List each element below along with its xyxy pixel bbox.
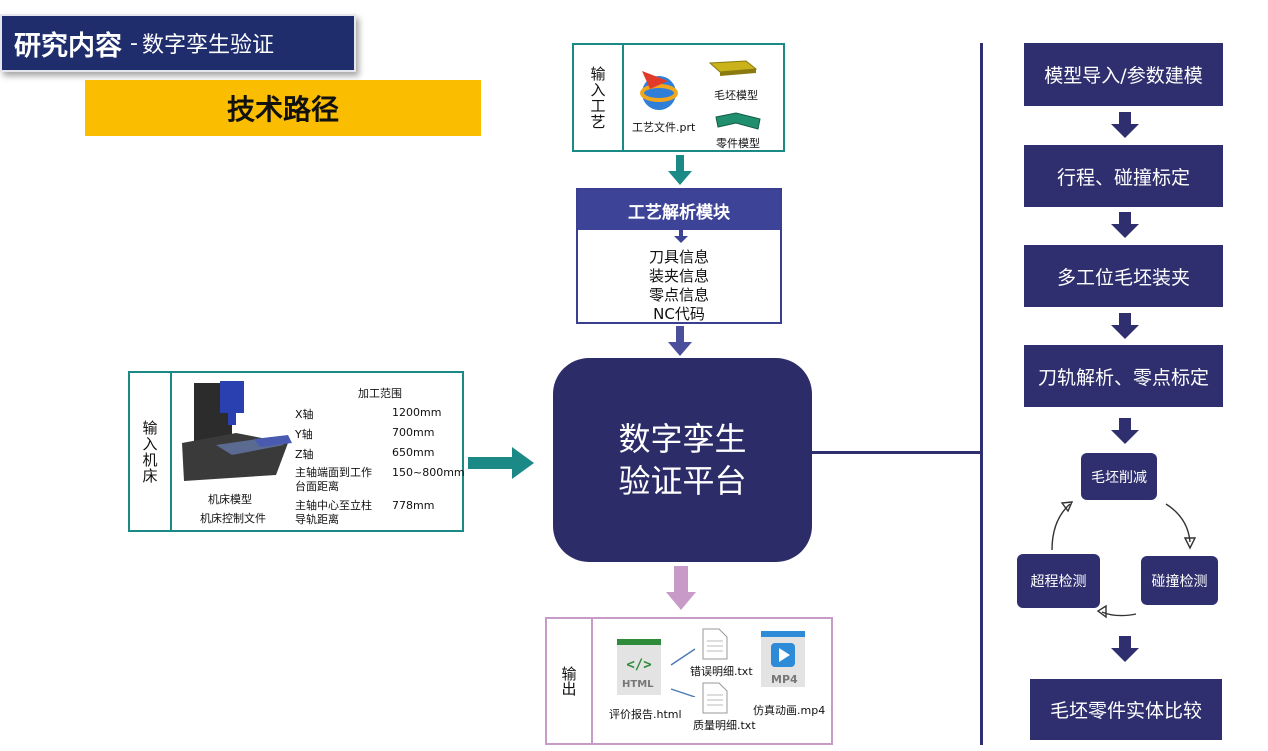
arrow-down-output [666, 566, 696, 610]
range-name-z: Z轴 [295, 448, 314, 461]
flow-step-1: 模型导入/参数建模 [1024, 43, 1223, 106]
error-file-icon [702, 628, 728, 660]
cycle-arrows [1051, 501, 1197, 619]
html-icon-text: HTML [622, 679, 654, 690]
digital-twin-platform: 数字孪生 验证平台 [553, 358, 812, 562]
page-subtitle: 数字孪生验证 [141, 33, 274, 58]
flow-arrow-4 [1111, 418, 1139, 444]
platform-line-1: 数字孪生 [618, 420, 747, 458]
machine-tool-icon [182, 381, 292, 481]
range-name-y: Y轴 [295, 428, 313, 441]
parse-item-tool: 刀具信息 [648, 248, 709, 266]
quality-detail-label: 质量明细.txt [693, 719, 756, 732]
flow-arrow-5 [1111, 636, 1139, 662]
range-value-spindle-table: 150~800mm [392, 466, 465, 479]
cycle-blank-reduce: 毛坯削减 [1081, 453, 1157, 500]
arrow-down-process [668, 155, 692, 185]
input-machine-label: 输入机床 [130, 373, 172, 530]
range-value-spindle-column: 778mm [392, 499, 435, 512]
parse-module-title: 工艺解析模块 [578, 190, 780, 230]
svg-text:</>: </> [626, 657, 651, 673]
connector-line [812, 451, 982, 454]
range-value-y: 700mm [392, 426, 435, 439]
flow-step-3: 多工位毛坯装夹 [1024, 245, 1223, 307]
arrow-down-parse [668, 326, 692, 356]
flow-step-4: 刀轨解析、零点标定 [1024, 345, 1223, 407]
section-heading: 技术路径 [85, 80, 481, 136]
title-separator: - [130, 30, 138, 56]
page-title-bar: 研究内容 - 数字孪生验证 [0, 14, 356, 72]
input-process-label: 输入工艺 [574, 45, 624, 150]
vertical-divider [980, 43, 983, 745]
parse-module-box: 工艺解析模块 刀具信息 装夹信息 零点信息 NC代码 [576, 188, 782, 324]
arrow-right-machine [468, 447, 534, 479]
output-label: 输出 [547, 619, 593, 743]
animation-label: 仿真动画.mp4 [753, 704, 826, 717]
range-name-spindle-table: 主轴端面到工作台面距离 [295, 466, 372, 493]
range-name-x: X轴 [295, 408, 314, 421]
connector-lines [670, 648, 696, 697]
blank-model-label: 毛坯模型 [714, 89, 758, 102]
html-file-icon: </> [617, 639, 661, 695]
machine-model-label: 机床模型 [208, 493, 252, 506]
html-report-label: 评价报告.html [609, 708, 682, 721]
page-title: 研究内容 [14, 30, 122, 62]
process-file-label: 工艺文件.prt [632, 121, 696, 134]
range-name-spindle-column: 主轴中心至立柱导轨距离 [295, 499, 372, 526]
cycle-overtravel-check: 超程检测 [1017, 554, 1100, 608]
part-model-icon [715, 112, 761, 130]
range-value-z: 650mm [392, 446, 435, 459]
flow-arrow-2 [1111, 212, 1139, 238]
blank-model-icon [708, 60, 758, 76]
machine-control-label: 机床控制文件 [200, 512, 266, 525]
mp4-file-icon [761, 631, 805, 687]
parse-item-fixture: 装夹信息 [648, 267, 709, 285]
parse-item-zero: 零点信息 [648, 286, 709, 304]
parse-item-nc: NC代码 [653, 305, 705, 323]
input-machine-box: 输入机床 机床模型 机床控制文件 加工范围 X轴 1200mm Y轴 700mm… [128, 371, 465, 532]
platform-line-2: 验证平台 [618, 462, 747, 500]
flow-arrow-3 [1111, 313, 1139, 339]
quality-file-icon [702, 682, 728, 714]
range-value-x: 1200mm [392, 406, 442, 419]
cycle-collision-check: 碰撞检测 [1141, 556, 1218, 605]
input-process-box: 输入工艺 工艺文件.prt 毛坯模型 零件模型 [572, 43, 785, 152]
part-model-label: 零件模型 [716, 137, 760, 150]
flow-final-compare: 毛坯零件实体比较 [1030, 679, 1222, 740]
error-detail-label: 错误明细.txt [690, 665, 753, 678]
output-box: 输出 </> HTML 评价报告.html 错误明细.txt 质量明细.txt … [545, 617, 833, 745]
globe-icon [640, 71, 678, 110]
range-title: 加工范围 [358, 387, 402, 400]
flow-arrow-1 [1111, 112, 1139, 138]
flow-step-2: 行程、碰撞标定 [1024, 145, 1223, 207]
arrow-down-small [674, 230, 688, 243]
mp4-icon-text: MP4 [771, 673, 798, 686]
